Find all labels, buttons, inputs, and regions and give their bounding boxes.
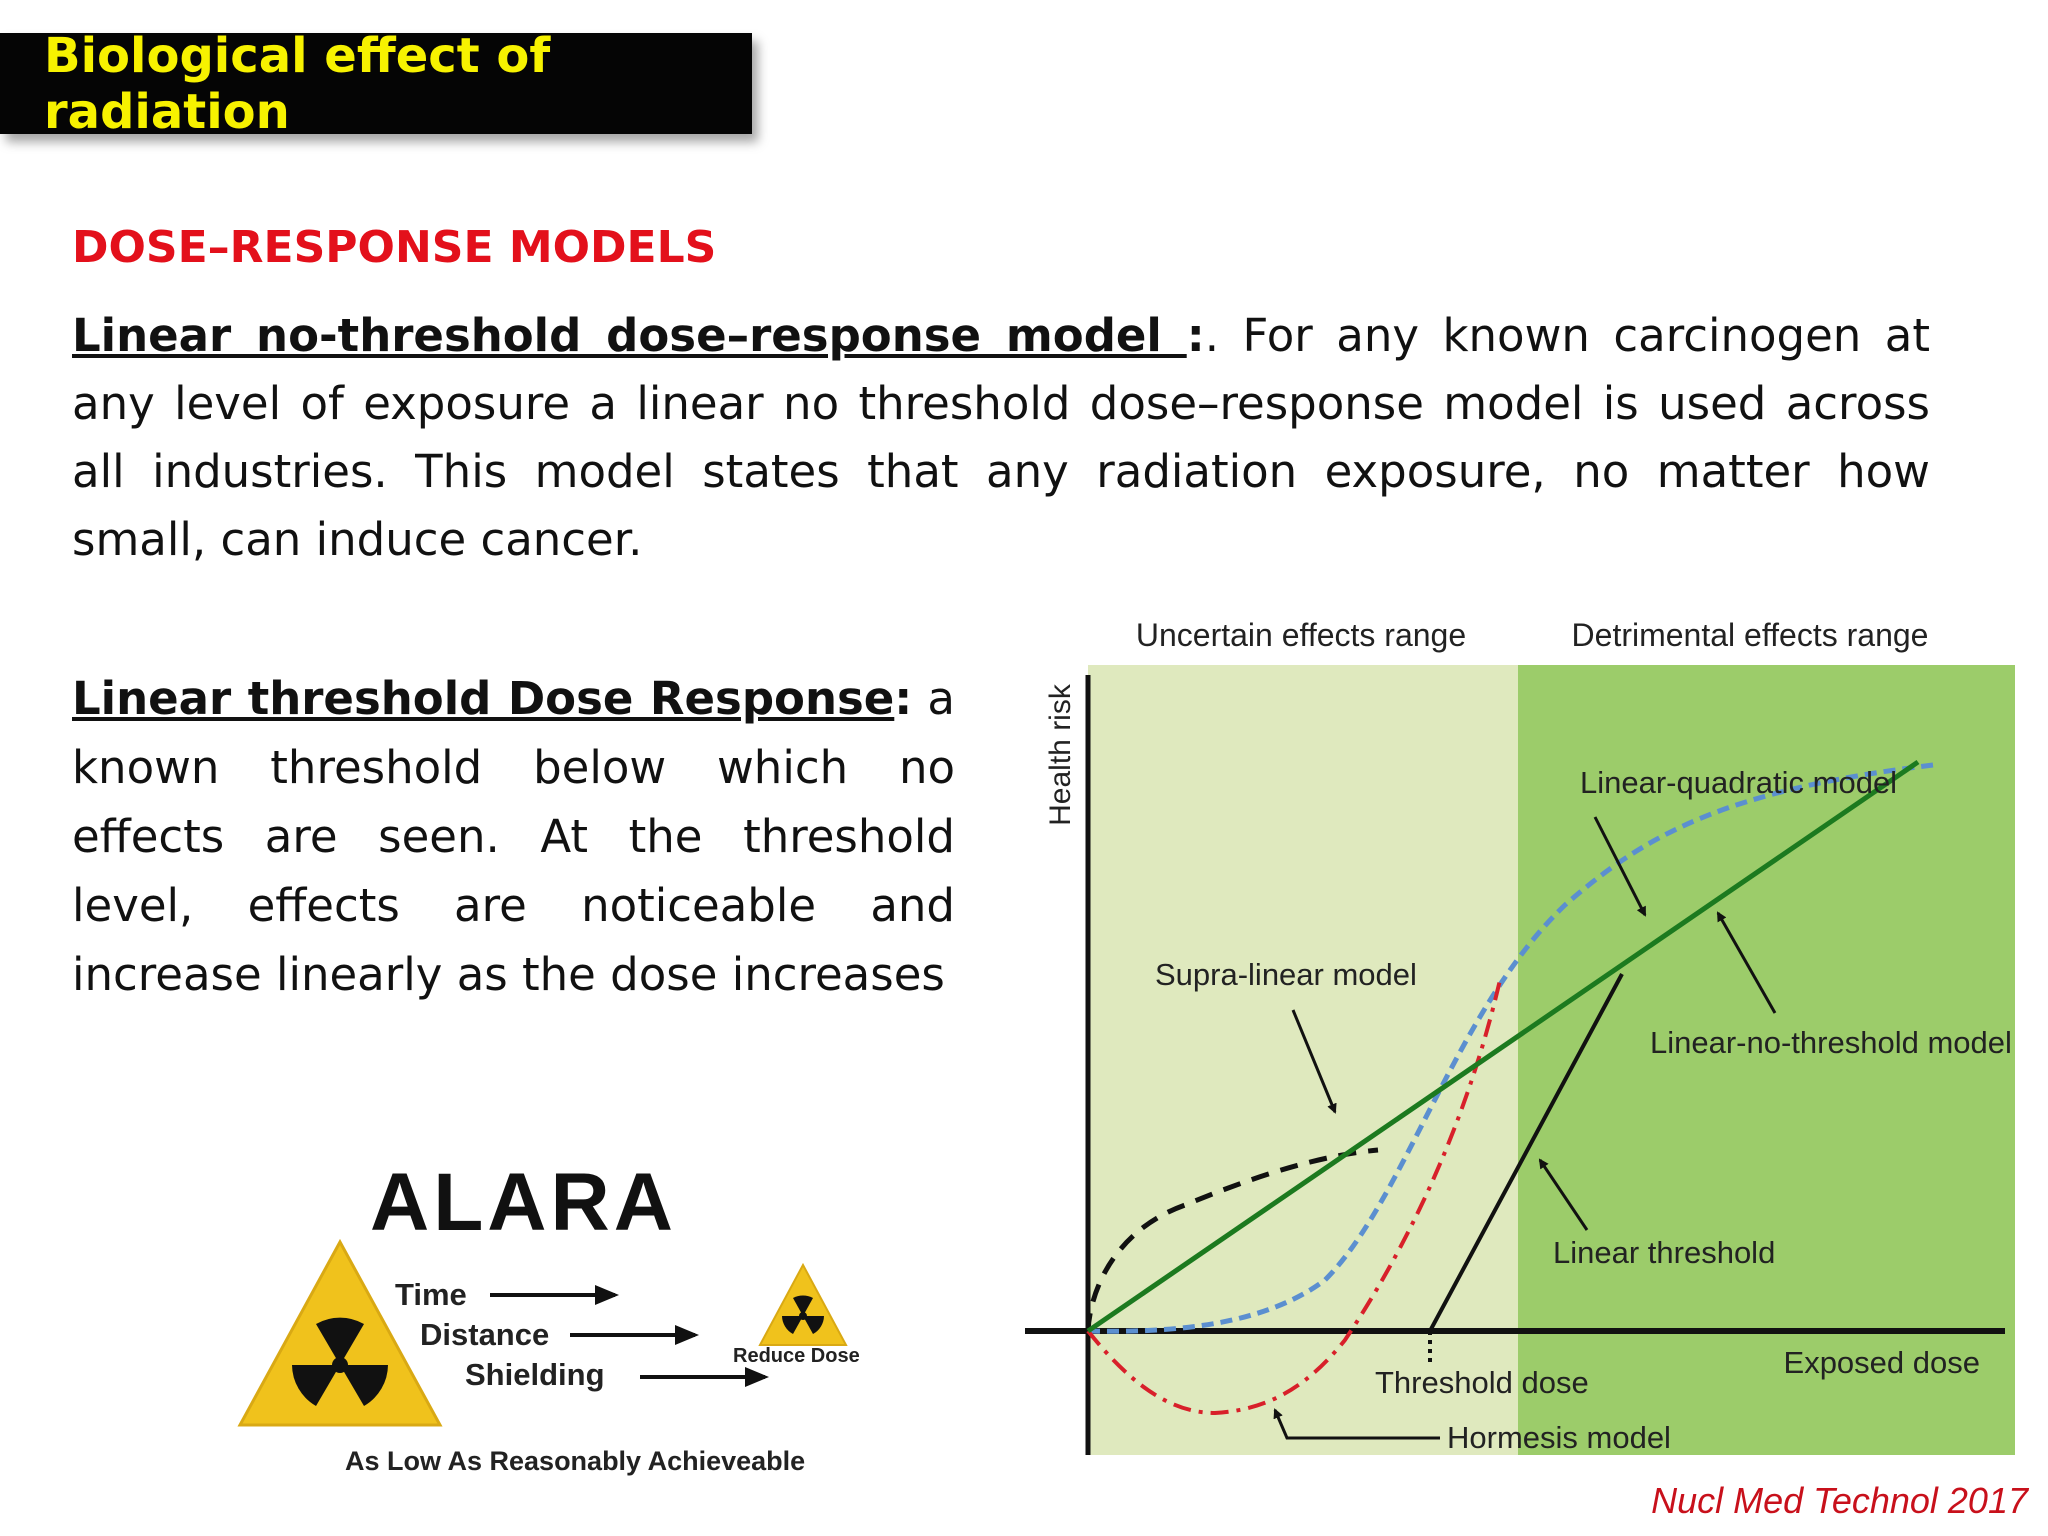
threshold-dose-label: Threshold dose (1375, 1365, 1589, 1400)
hormesis-arrow (1273, 1408, 1440, 1440)
threshold-paragraph-colon: : (894, 672, 913, 725)
citation: Nucl Med Technol 2017 (1651, 1480, 2028, 1521)
supra-linear-label: Supra-linear model (1155, 957, 1417, 992)
lnt-arrow (1716, 911, 1777, 1014)
y-axis-label: Health risk (1044, 683, 1077, 826)
hormesis-curve (1086, 979, 1502, 1416)
small-radiation-sign-icon (758, 1262, 848, 1346)
uncertain-range-region (1088, 665, 1518, 1455)
linear-quadratic-arrow (1593, 816, 1647, 917)
slide-title: Biological effect of radiation (44, 27, 551, 140)
linear-no-threshold-line (1086, 759, 1920, 1334)
lnt-paragraph-lead: Linear no-threshold dose–response model (72, 309, 1187, 362)
section-heading: DOSE–RESPONSE MODELS (72, 222, 717, 273)
dose-response-diagram: Uncertain effects range Detrimental effe… (1025, 617, 2015, 1455)
lnt-paragraph-colon: : (1186, 309, 1205, 362)
alara-title: ALARA (370, 1157, 677, 1248)
linear-threshold-line (1428, 973, 1624, 1332)
threshold-paragraph-lead: Linear threshold Dose Response (72, 672, 895, 725)
reduce-dose-label: Reduce Dose (733, 1345, 860, 1367)
linear-threshold-label: Linear threshold (1553, 1235, 1775, 1270)
supra-linear-arrow (1291, 1009, 1337, 1114)
threshold-paragraph-body: a known threshold below which no effects… (72, 672, 955, 1001)
threshold-paragraph: Linear threshold Dose Response: a known … (72, 664, 955, 1009)
detrimental-range-label: Detrimental effects range (1572, 617, 1929, 653)
alara-item-distance: Distance (420, 1317, 549, 1352)
lnt-label: Linear-no-threshold model (1650, 1025, 2012, 1060)
alara-item-shielding: Shielding (465, 1357, 605, 1392)
lnt-paragraph-body: . For any known carcinogen at any level … (72, 309, 1930, 566)
uncertain-range-label: Uncertain effects range (1136, 617, 1466, 653)
alara-item-time: Time (395, 1277, 467, 1312)
lnt-paragraph: Linear no-threshold dose–response model … (72, 302, 1930, 574)
supra-linear-curve (1085, 1147, 1379, 1332)
large-radiation-sign-icon (237, 1238, 443, 1427)
detrimental-range-region (1518, 665, 2015, 1455)
linear-quadratic-label: Linear-quadratic model (1580, 765, 1897, 800)
alara-caption: As Low As Reasonably Achieveable (345, 1446, 805, 1476)
slide-title-box: Biological effect of radiation (0, 28, 752, 140)
x-axis-label: Exposed dose (1784, 1345, 1980, 1380)
linear-quadratic-curve (1087, 762, 1934, 1334)
hormesis-label: Hormesis model (1447, 1420, 1671, 1455)
alara-graphic: ALARA Time Distance Shielding Reduce Dos… (237, 1157, 860, 1476)
linear-threshold-arrow (1538, 1158, 1589, 1231)
